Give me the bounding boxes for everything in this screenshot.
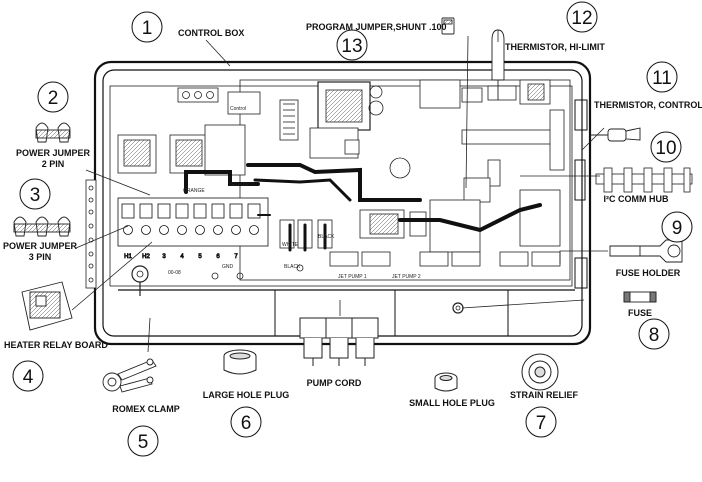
wire-label-black: BLACK bbox=[284, 264, 301, 270]
program-jumper bbox=[441, 17, 455, 35]
callout-label: PROGRAM JUMPER,SHUNT .100 bbox=[306, 22, 447, 32]
callout-number: 5 bbox=[138, 432, 149, 453]
callout-number: 6 bbox=[241, 413, 252, 434]
callout-2: 2 POWER JUMPER 2 PIN bbox=[16, 81, 91, 169]
terminal-top bbox=[193, 203, 207, 219]
callout-9: 9 FUSE HOLDER bbox=[616, 211, 693, 278]
terminal-screw bbox=[141, 225, 151, 235]
fuse bbox=[623, 291, 657, 303]
terminal-screw bbox=[213, 225, 223, 235]
terminal-screw bbox=[249, 225, 259, 235]
callout-1: 1 CONTROL BOX bbox=[131, 11, 244, 43]
callout-label: POWER JUMPER bbox=[3, 241, 78, 251]
callout-3: 3 POWER JUMPER 3 PIN bbox=[3, 178, 78, 262]
part-code-label: 00-08 bbox=[168, 270, 181, 276]
wire-label-black-2: BLACK bbox=[318, 234, 335, 240]
callout-number: 10 bbox=[655, 138, 676, 159]
terminal-screw bbox=[231, 225, 241, 235]
callout-label: POWER JUMPER bbox=[16, 148, 91, 158]
callout-6: LARGE HOLE PLUG 6 bbox=[203, 390, 290, 438]
callout-number: 13 bbox=[341, 36, 362, 57]
jet-pump-1-label: JET PUMP 1 bbox=[338, 274, 367, 280]
callout-label: THERMISTOR, HI-LIMIT bbox=[505, 42, 605, 52]
callout-number: 4 bbox=[23, 367, 34, 388]
callout-11: 11 THERMISTOR, CONTROL bbox=[594, 61, 702, 110]
callout-number: 11 bbox=[652, 68, 672, 89]
terminal-screw bbox=[177, 225, 187, 235]
control-label: Control bbox=[230, 106, 246, 112]
small-hole-plug-label: SMALL HOLE PLUG bbox=[409, 398, 495, 408]
callout-13: PROGRAM JUMPER,SHUNT .100 13 bbox=[306, 22, 447, 61]
callout-label: STRAIN RELIEF bbox=[510, 390, 579, 400]
fuse-holder bbox=[609, 239, 683, 263]
callout-4: HEATER RELAY BOARD 4 bbox=[4, 340, 108, 392]
callout-label: THERMISTOR, CONTROL bbox=[594, 100, 702, 110]
callout-number: 9 bbox=[672, 218, 683, 239]
wire-harness bbox=[184, 163, 542, 252]
terminal-screw bbox=[159, 225, 169, 235]
terminal-top bbox=[121, 203, 135, 219]
callout-label: ROMEX CLAMP bbox=[112, 404, 180, 414]
callout-label: CONTROL BOX bbox=[178, 28, 244, 38]
callout-10: 10 I²C COMM HUB bbox=[604, 131, 682, 204]
callout-5: ROMEX CLAMP 5 bbox=[112, 404, 180, 457]
callout-7: STRAIN RELIEF 7 bbox=[510, 390, 579, 438]
callout-number: 2 bbox=[48, 88, 59, 109]
terminal-top bbox=[229, 203, 243, 219]
callout-8: FUSE 8 bbox=[628, 308, 670, 350]
romex-clamp bbox=[102, 358, 157, 393]
terminal-top bbox=[157, 203, 171, 219]
callout-number: 1 bbox=[142, 18, 153, 39]
terminal-top bbox=[139, 203, 153, 219]
jet-pump-2-label: JET PUMP 2 bbox=[392, 274, 421, 280]
small-hole-plug bbox=[434, 372, 458, 392]
i2c-comm-hub bbox=[595, 167, 693, 193]
terminal-label: 6 bbox=[216, 254, 220, 260]
wire-label-yellow: YELLOW bbox=[228, 182, 249, 188]
terminal-label: 4 bbox=[180, 254, 184, 260]
power-jumper-3pin bbox=[13, 216, 71, 237]
thermistor-control bbox=[590, 127, 641, 142]
strain-relief bbox=[521, 353, 559, 391]
terminal-label: H2 bbox=[142, 254, 150, 260]
terminal-block: H1 H2 3 4 5 6 7 bbox=[117, 197, 269, 260]
pump-cord-label: PUMP CORD bbox=[307, 378, 362, 388]
wire-label-orange: ORANGE bbox=[183, 188, 205, 194]
callout-label-line2: 2 PIN bbox=[42, 159, 65, 169]
terminal-label: 7 bbox=[234, 254, 238, 260]
leader-lines bbox=[71, 30, 608, 353]
large-hole-plug bbox=[223, 349, 257, 375]
callout-label: I²C COMM HUB bbox=[604, 194, 669, 204]
callout-label-line2: 3 PIN bbox=[29, 252, 52, 262]
terminal-top bbox=[175, 203, 189, 219]
power-jumper-2pin bbox=[35, 122, 71, 143]
thermistor-hi-limit bbox=[491, 29, 505, 100]
callout-number: 12 bbox=[571, 8, 592, 29]
callout-label: FUSE HOLDER bbox=[616, 268, 681, 278]
callout-number: 3 bbox=[30, 185, 41, 206]
callout-label: FUSE bbox=[628, 308, 652, 318]
terminal-label: 5 bbox=[198, 254, 202, 260]
wire-label-white: WHITE bbox=[282, 242, 299, 248]
callout-label: HEATER RELAY BOARD bbox=[4, 340, 108, 350]
heater-relay-board bbox=[21, 281, 73, 331]
gnd-label: GND bbox=[222, 264, 234, 270]
ground-bar bbox=[85, 179, 97, 289]
callout-12: 12 THERMISTOR, HI-LIMIT bbox=[505, 1, 605, 52]
terminal-label: 3 bbox=[162, 254, 166, 260]
terminal-screw bbox=[123, 225, 133, 235]
terminal-screw bbox=[195, 225, 205, 235]
callout-number: 7 bbox=[536, 413, 547, 434]
pump-cord-plugs bbox=[299, 317, 379, 366]
terminal-top bbox=[211, 203, 225, 219]
callout-number: 8 bbox=[649, 325, 660, 346]
callout-label: LARGE HOLE PLUG bbox=[203, 390, 290, 400]
terminal-label: H1 bbox=[124, 254, 132, 260]
terminal-top bbox=[247, 203, 261, 219]
